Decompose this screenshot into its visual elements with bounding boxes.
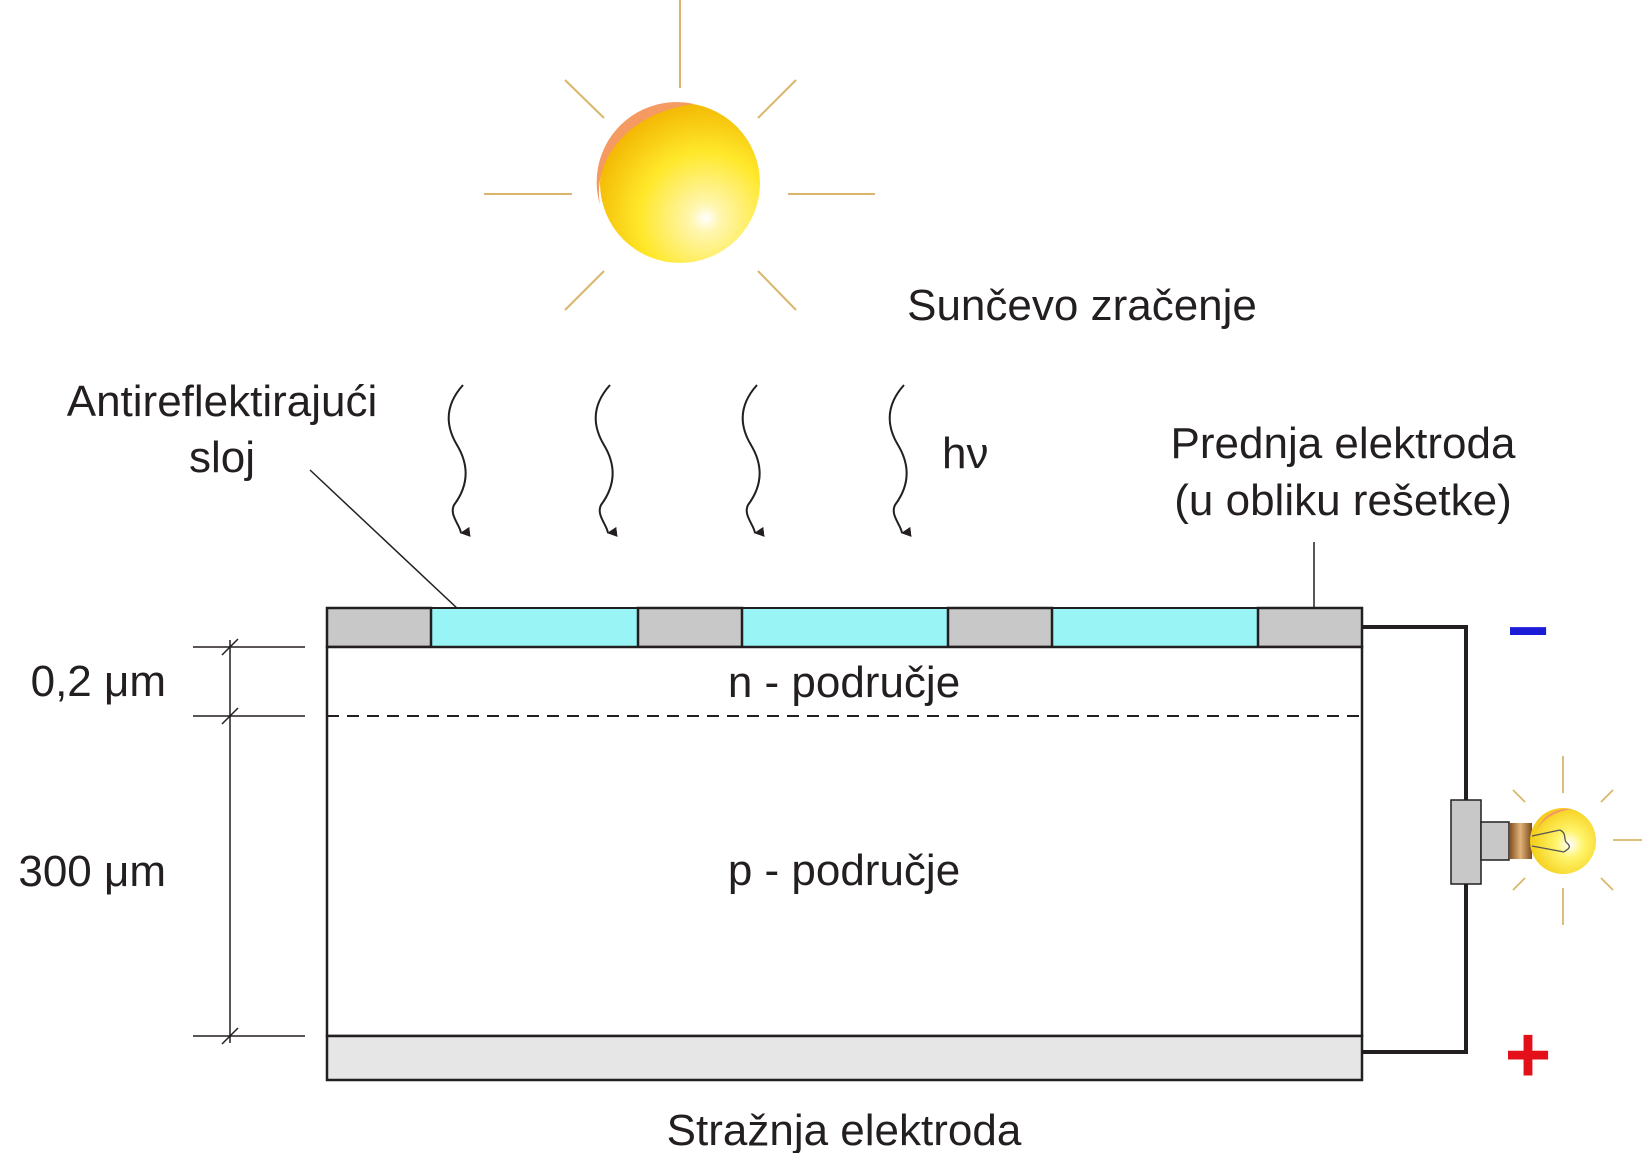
sun-rays <box>484 0 875 311</box>
front-electrode-label-line1: Prednja elektroda <box>1171 419 1516 468</box>
front-electrode-finger <box>636 606 744 649</box>
bulb-screw-base <box>1509 823 1532 859</box>
antireflective-leader-line <box>309 469 476 626</box>
sun-highlight <box>596 102 694 205</box>
bulb-collar <box>1480 821 1510 861</box>
antireflective-label-line1: Antireflektirajući <box>67 377 378 426</box>
n-thickness-label: 0,2 μm <box>31 657 166 706</box>
minus-terminal-sign: − <box>1507 591 1549 671</box>
bulb-socket <box>1450 799 1482 885</box>
sun-disc <box>600 103 760 263</box>
back-electrode <box>325 1034 1364 1082</box>
photon-arrow <box>594 384 618 537</box>
n-region-label: n - područje <box>728 658 960 707</box>
back-electrode-label: Stražnja elektroda <box>667 1106 1022 1153</box>
p-thickness-label: 300 μm <box>18 847 166 896</box>
front-electrode-finger <box>946 606 1054 649</box>
photon-label: hν <box>942 429 988 478</box>
dimension-lines <box>193 638 305 1045</box>
photon-arrows <box>447 384 912 537</box>
photon-arrow <box>741 384 765 537</box>
plus-terminal-sign: + <box>1505 1010 1552 1099</box>
bulb-glow-rays <box>1512 756 1642 925</box>
front-electrode-label-line2: (u obliku rešetke) <box>1174 476 1511 525</box>
antireflective-layer <box>431 608 1258 647</box>
bulb-filament <box>1531 829 1570 853</box>
bulb-glass <box>1530 808 1596 874</box>
antireflective-label-line2: sloj <box>189 433 255 482</box>
sun-icon <box>484 0 875 311</box>
front-electrode-finger <box>325 606 433 649</box>
photon-arrow <box>447 384 471 537</box>
sun-radiation-label: Sunčevo zračenje <box>907 281 1257 330</box>
light-bulb-icon <box>1509 756 1642 925</box>
bulb-highlight <box>1536 808 1572 832</box>
photon-arrow <box>888 384 912 537</box>
semiconductor-body <box>325 645 1364 1038</box>
p-region-label: p - područje <box>728 846 960 895</box>
front-electrode-finger <box>1256 606 1364 649</box>
front-electrode-fingers <box>325 606 1364 649</box>
